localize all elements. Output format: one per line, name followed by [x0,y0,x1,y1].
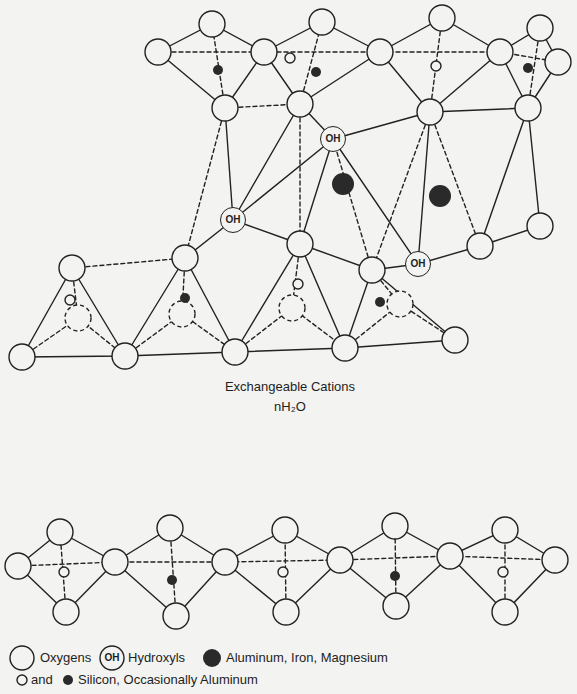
hydroxyl-circle: OH [220,207,246,233]
legend-text: Aluminum, Iron, Magnesium [226,651,388,666]
legend-text: Silicon, Occasionally Aluminum [78,673,258,688]
layer-label: Exchangeable Cations [225,380,355,395]
water-label: nH₂O [274,400,306,415]
legend-text: Hydroxyls [128,651,185,666]
hydroxyl-text: OH [411,259,426,269]
legend-text: Oxygens [40,651,91,666]
hydroxyl-circle: OH [320,126,346,152]
hydroxyl-text: OH [226,215,241,225]
hydroxyl-circle: OH [405,251,431,277]
legend-connector: and [31,673,53,688]
hydroxyl-sample-text: OH [105,652,120,664]
hydroxyl-text: OH [326,134,341,144]
